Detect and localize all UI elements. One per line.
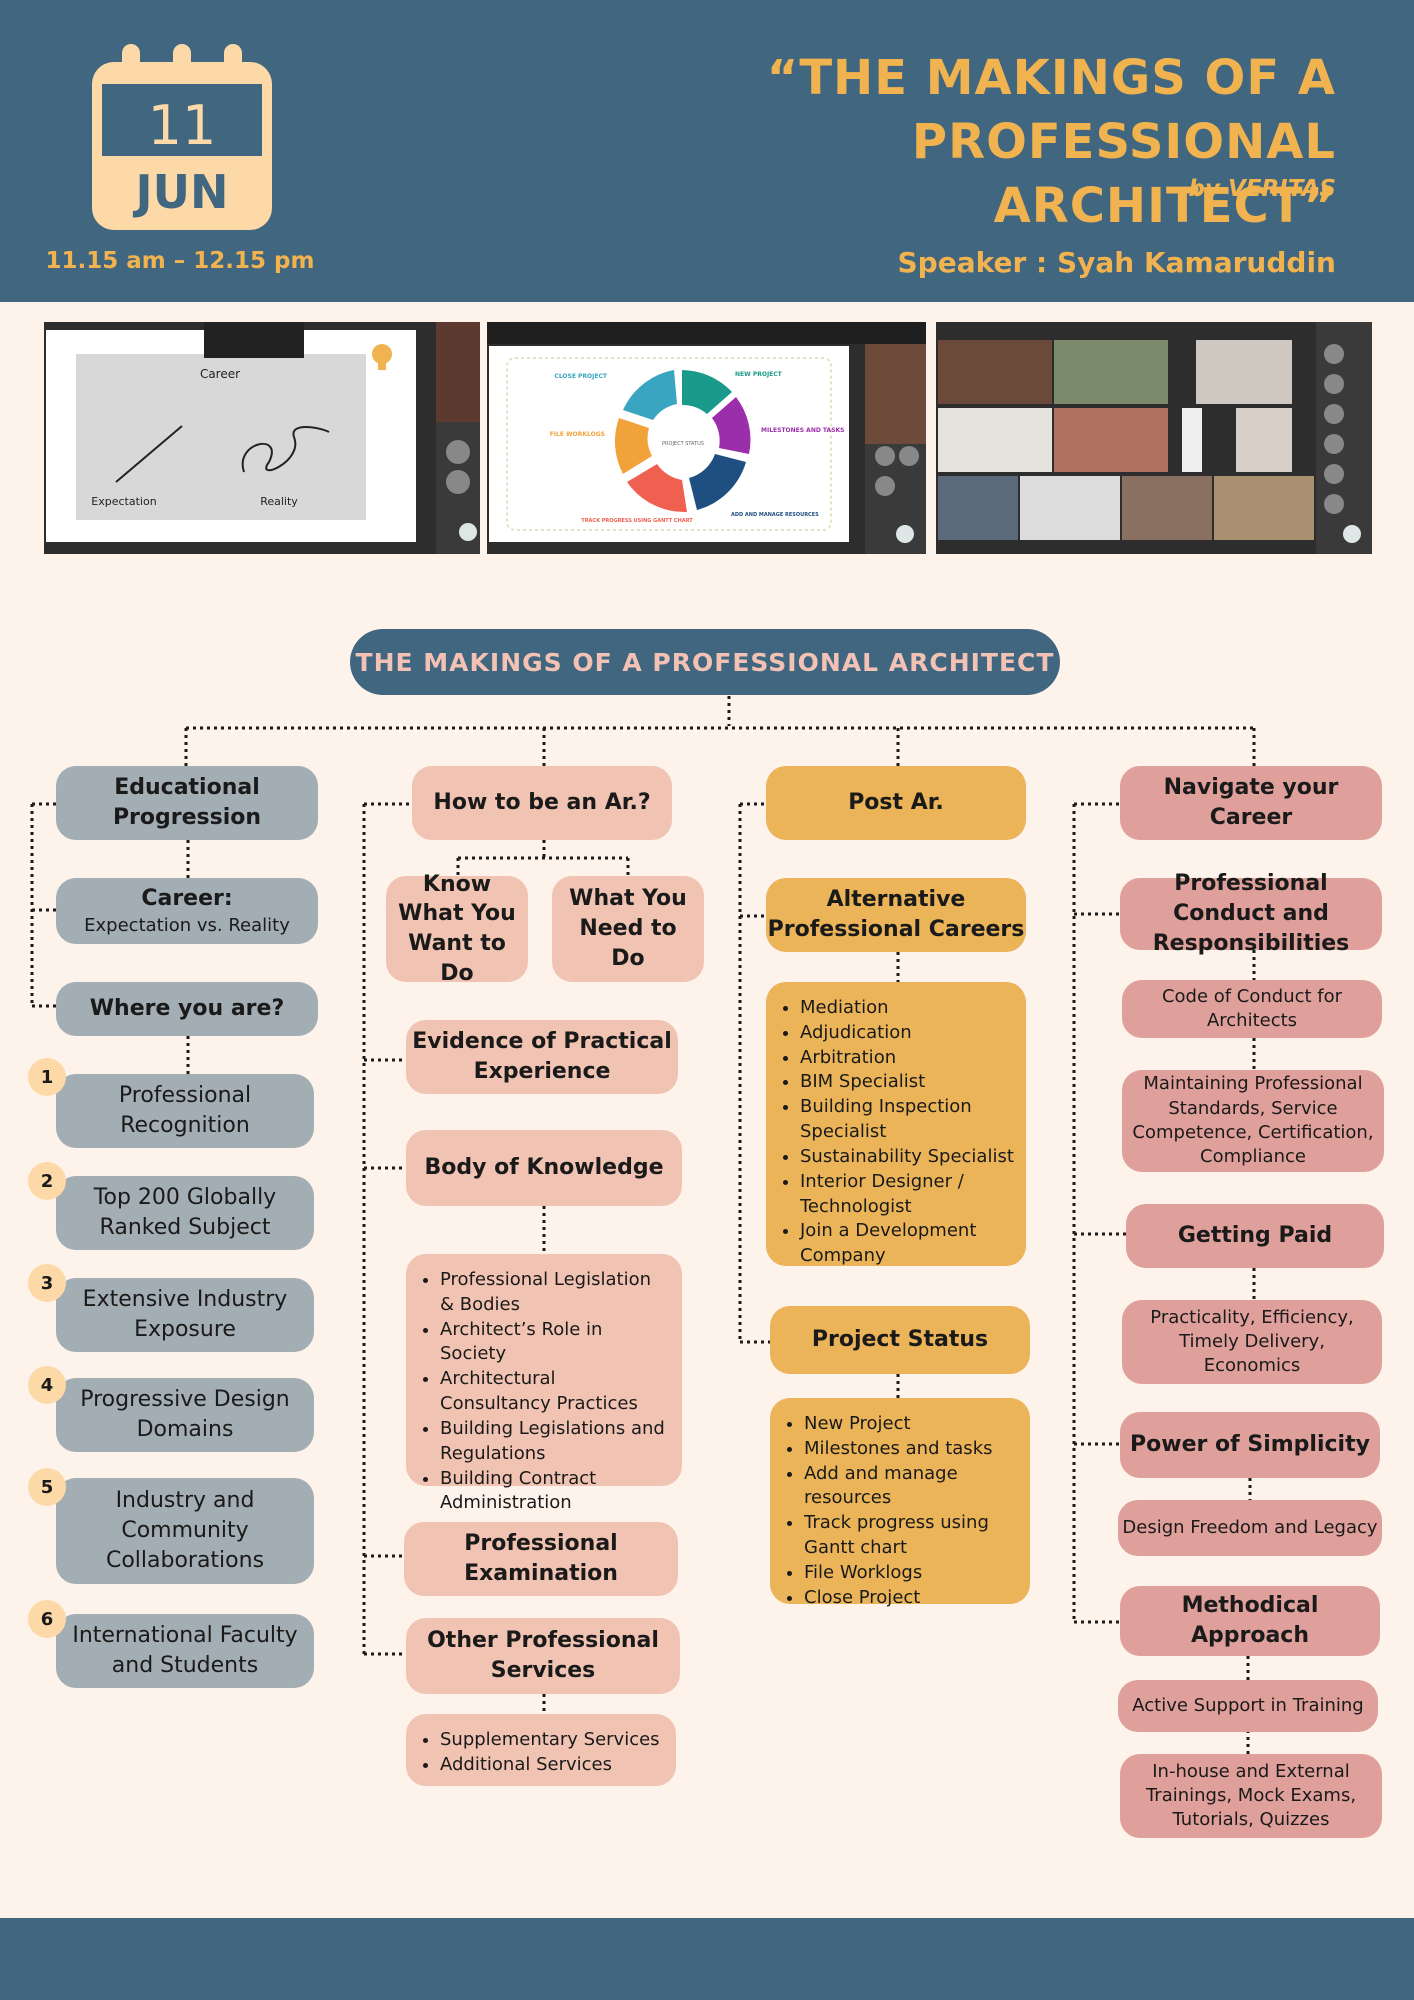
list-item: Arbitration [800,1046,1014,1071]
calendar-month: JUN [133,165,229,219]
node-maintaining-standards: Maintaining Professional Standards, Serv… [1122,1070,1384,1172]
diagram-center-label: PROJECT STATUS [662,441,704,447]
node-other-professional-services: Other Professional Services [406,1618,680,1694]
node-item-1: Professional Recognition [56,1074,314,1148]
node-project-status: Project Status [770,1306,1030,1374]
list-item: File Worklogs [804,1561,1018,1586]
diagram-milestones-label: MILESTONES AND TASKS [761,427,844,434]
node-post-ar: Post Ar. [766,766,1026,840]
career-slide-expectation: Expectation [91,495,156,508]
node-how-to-be-ar: How to be an Ar.? [412,766,672,840]
list-item: Architectural Consultancy Practices [440,1367,670,1417]
node-item-2: Top 200 Globally Ranked Subject [56,1176,314,1250]
node-getting-paid: Getting Paid [1126,1204,1384,1268]
header-banner: 11 JUN 11.15 am – 12.15 pm “THE MAKINGS … [0,0,1414,302]
list-item: Join a Development Company [800,1219,1014,1269]
diagram-worklogs-label: FILE WORKLOGS [550,431,605,438]
node-professional-conduct: Professional Conduct and Responsibilitie… [1120,871,1382,956]
number-badge-3: 3 [28,1264,66,1302]
node-what-you-need: What You Need to Do [552,876,704,982]
list-item: Building Inspection Specialist [800,1095,1014,1145]
list-item: Professional Legislation & Bodies [440,1268,670,1318]
list-item: Track progress using Gantt chart [804,1511,1018,1561]
mindmap-root: THE MAKINGS OF A PROFESSIONAL ARCHITECT [350,629,1060,695]
list-item: Milestones and tasks [804,1437,1018,1462]
screenshot-participants-grid [936,322,1372,554]
screenshot-project-status-slide: PROJECT STATUS CLOSE PROJECT NEW PROJECT… [487,322,926,554]
list-project-status: New Project Milestones and tasks Add and… [770,1398,1030,1608]
list-item: Sustainability Specialist [800,1145,1014,1170]
list-item: Supplementary Services [440,1728,664,1753]
list-item: Adjudication [800,1021,1014,1046]
node-item-3: Extensive Industry Exposure [56,1278,314,1352]
node-methodical-approach: Methodical Approach [1120,1586,1380,1656]
participants-grid-graphic [936,322,1372,554]
career-slide-graphic: Career Expectation Reality [44,322,480,554]
node-practicality: Practicality, Efficiency, Timely Deliver… [1122,1300,1382,1384]
node-evidence-practical-experience: Evidence of Practical Experience [406,1020,678,1094]
number-badge-5: 5 [28,1468,66,1506]
node-alternative-careers: Alternative Professional Careers [766,878,1026,952]
node-active-support: Active Support in Training [1118,1680,1378,1732]
calendar-day: 11 [148,94,217,157]
list-item: New Project [804,1412,1018,1437]
career-subtitle: Expectation vs. Reality [84,914,290,936]
calendar-icon: 11 JUN [92,44,272,230]
event-title-line2: ARCHITECT” [993,178,1336,234]
list-item: Close Project [804,1586,1018,1611]
event-title-line1: “THE MAKINGS OF A PROFESSIONAL [766,50,1336,170]
list-item: Additional Services [440,1753,664,1778]
list-alternative-careers: Mediation Adjudication Arbitration BIM S… [766,982,1026,1266]
node-professional-examination: Professional Examination [404,1522,678,1596]
node-power-of-simplicity: Power of Simplicity [1120,1412,1380,1478]
number-badge-1: 1 [28,1058,66,1096]
career-slide-heading: Career [200,367,240,381]
list-item: Interior Designer / Technologist [800,1170,1014,1220]
diagram-gantt-label: TRACK PROGRESS USING GANTT CHART [581,518,693,524]
node-educational-progression: Educational Progression [56,766,318,840]
diagram-resources-label: ADD AND MANAGE RESOURCES [731,512,819,518]
screenshot-career-slide: Career Expectation Reality [44,322,480,554]
number-badge-4: 4 [28,1366,66,1404]
event-title: “THE MAKINGS OF A PROFESSIONAL ARCHITECT… [436,46,1336,238]
list-item: Add and manage resources [804,1462,1018,1512]
list-item: Building Legislations and Regulations [440,1417,670,1467]
number-badge-2: 2 [28,1162,66,1200]
node-item-4: Progressive Design Domains [56,1378,314,1452]
list-item: Mediation [800,996,1014,1021]
event-time: 11.15 am – 12.15 pm [45,248,315,274]
node-body-of-knowledge: Body of Knowledge [406,1130,682,1206]
list-other-services: Supplementary Services Additional Servic… [406,1714,676,1786]
byline: by VERITAS [1188,176,1336,202]
node-code-of-conduct: Code of Conduct for Architects [1122,980,1382,1038]
career-title: Career: [141,886,233,911]
project-status-graphic: PROJECT STATUS CLOSE PROJECT NEW PROJECT… [487,322,926,554]
list-item: BIM Specialist [800,1070,1014,1095]
speaker-name: Speaker : Syah Kamaruddin [897,246,1336,279]
career-slide-reality: Reality [260,495,298,508]
list-item: Architect’s Role in Society [440,1318,670,1368]
node-career-expectation: Career: Expectation vs. Reality [56,878,318,944]
diagram-close-label: CLOSE PROJECT [554,373,607,380]
node-item-5: Industry and Community Collaborations [56,1478,314,1584]
footer-banner [0,1918,1414,2000]
diagram-new-label: NEW PROJECT [735,371,783,378]
list-body-of-knowledge: Professional Legislation & Bodies Archit… [406,1254,682,1513]
node-navigate-career: Navigate your Career [1120,766,1382,840]
node-item-6: International Faculty and Students [56,1614,314,1688]
list-item: Building Contract Administration [440,1467,670,1517]
node-design-freedom: Design Freedom and Legacy [1118,1500,1382,1556]
node-know-what-you-want: Know What You Want to Do [386,872,528,986]
number-badge-6: 6 [28,1600,66,1638]
node-where-you-are: Where you are? [56,982,318,1036]
node-inhouse-trainings: In-house and External Trainings, Mock Ex… [1120,1754,1382,1838]
